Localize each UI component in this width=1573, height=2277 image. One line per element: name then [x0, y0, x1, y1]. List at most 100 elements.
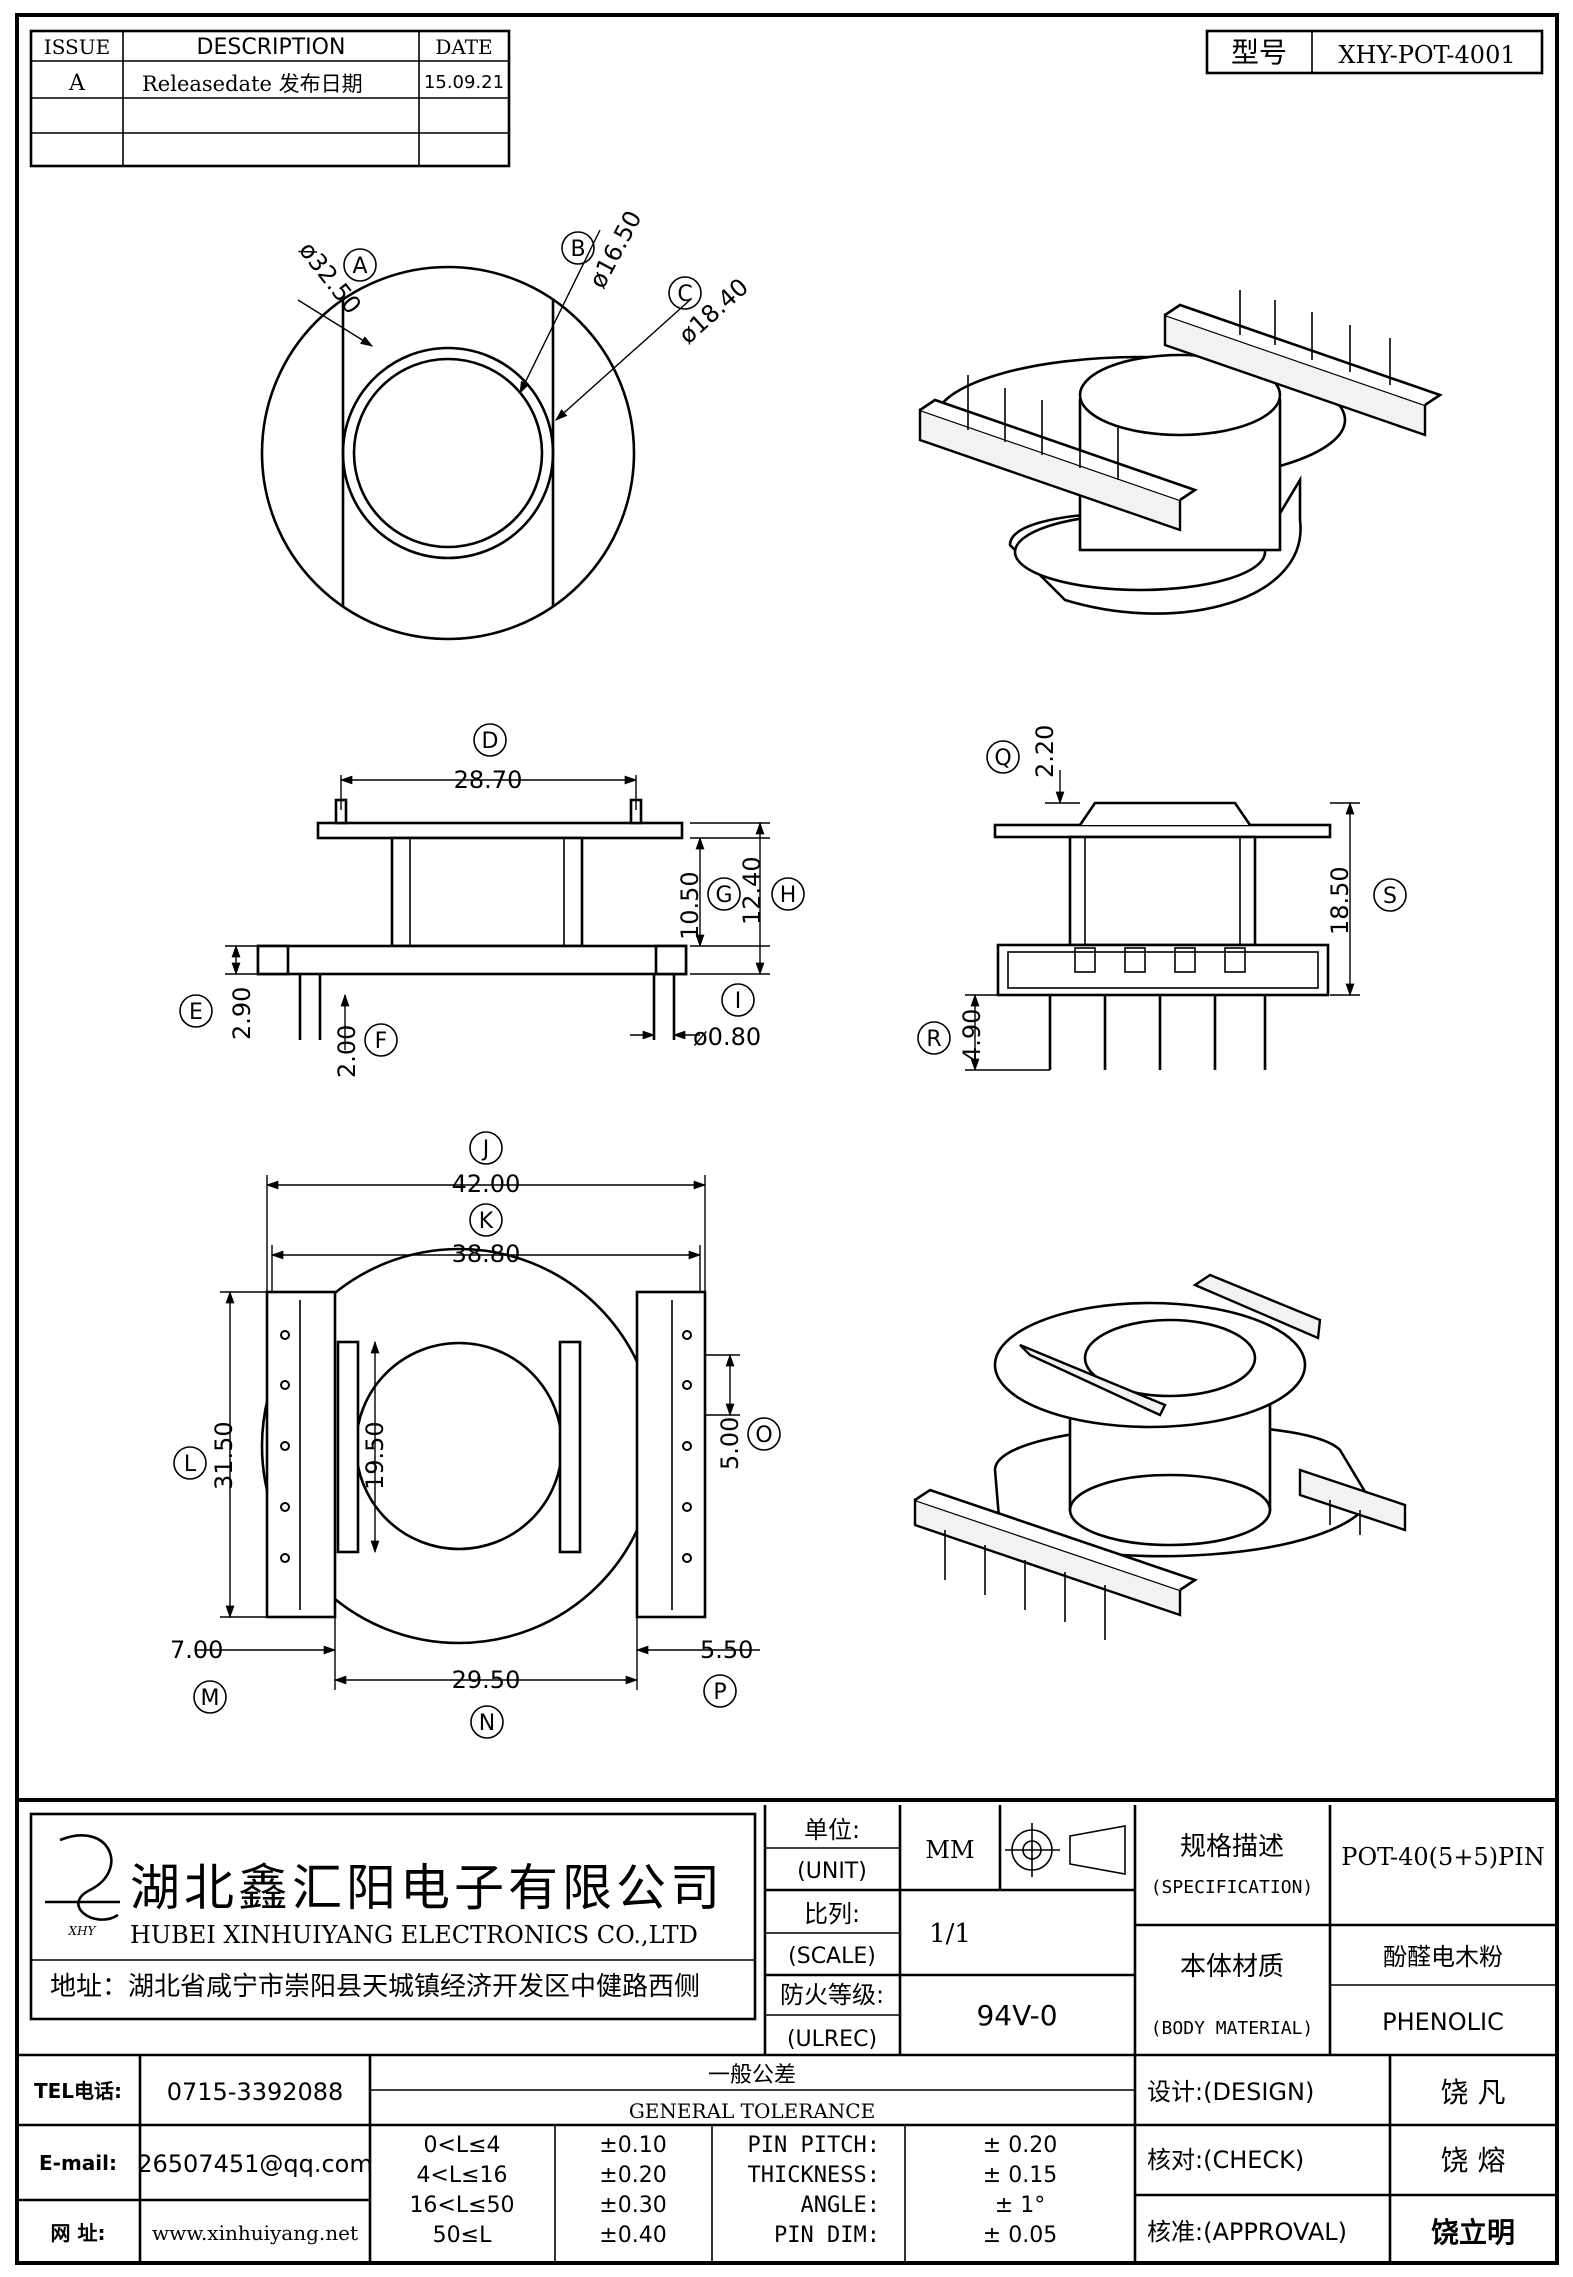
fire-rating-label-en: (ULREC): [787, 2027, 877, 2052]
bottom-view: [195, 1175, 760, 1690]
svg-text:C: C: [677, 282, 692, 307]
svg-text:XHY: XHY: [68, 1924, 97, 1938]
tolerance-item-value: ± 1°: [995, 2193, 1045, 2218]
tolerance-item: PIN PITCH:: [748, 2133, 880, 2158]
company-name-en: HUBEI XINHUIYANG ELECTRONICS CO.,LTD: [130, 1921, 698, 1949]
svg-text:M: M: [201, 1686, 220, 1711]
scale-label: 比列:: [804, 1900, 860, 1928]
material-value-cn: 酚醛电木粉: [1383, 1943, 1503, 1971]
fire-rating-label: 防火等级:: [780, 1981, 884, 2009]
dim-h-value: 12.40: [738, 856, 766, 925]
svg-text:J: J: [481, 1137, 490, 1162]
svg-text:Q: Q: [994, 746, 1011, 771]
marker-k: K: [469, 1203, 503, 1237]
marker-o: O: [747, 1417, 781, 1451]
svg-text:G: G: [715, 883, 732, 908]
dim-s-value: 18.50: [1326, 866, 1354, 935]
revision-header-issue: ISSUE: [44, 35, 110, 59]
svg-text:S: S: [1383, 884, 1397, 909]
svg-text:R: R: [926, 1027, 941, 1052]
tolerance-value: ±0.30: [599, 2193, 666, 2218]
svg-text:P: P: [713, 1680, 726, 1705]
tolerance-table: 0<L≤4 4<L≤16 16<L≤50 50≤L ±0.10 ±0.20 ±0…: [409, 2133, 1057, 2248]
marker-h: H: [771, 877, 805, 911]
revision-header-date: DATE: [435, 35, 492, 59]
spec-label-en: (SPECIFICATION): [1151, 1877, 1314, 1898]
tolerance-range: 50≤L: [433, 2223, 492, 2248]
material-label: 本体材质: [1180, 1952, 1284, 1982]
dim-o-value: 5.00: [716, 1417, 744, 1470]
website-value: www.xinhuiyang.net: [152, 2221, 358, 2245]
side-view: [965, 770, 1360, 1072]
check-label: 核对:(CHECK): [1147, 2146, 1304, 2174]
title-block: XHY 湖北鑫汇阳电子有限公司 HUBEI XINHUIYANG ELECTRO…: [15, 1798, 1559, 2265]
top-view: [260, 229, 691, 641]
fire-rating-value: 94V-0: [976, 1999, 1057, 2032]
unit-label-en: (UNIT): [797, 1859, 867, 1884]
svg-text:L: L: [184, 1452, 197, 1477]
tolerance-item: PIN DIM:: [774, 2223, 880, 2248]
tolerance-value: ±0.40: [599, 2223, 666, 2248]
scale-label-en: (SCALE): [788, 1944, 876, 1969]
marker-c: C: [668, 276, 702, 310]
company-name-cn: 湖北鑫汇阳电子有限公司: [130, 1859, 724, 1917]
spec-label: 规格描述: [1180, 1832, 1284, 1862]
svg-text:I: I: [735, 989, 742, 1014]
dimension-markers: A B C D E F G H I Q S R J K L O M N P: [173, 231, 1407, 1739]
dim-k-value: 38.80: [452, 1240, 521, 1268]
revision-issue-a: A: [68, 71, 86, 96]
scale-value: 1/1: [929, 1919, 971, 1949]
svg-text:F: F: [375, 1029, 388, 1054]
design-value: 饶 凡: [1441, 2076, 1506, 2109]
dim-d-value: 28.70: [454, 766, 523, 794]
svg-text:H: H: [780, 883, 797, 908]
svg-text:O: O: [755, 1423, 772, 1448]
model-value: XHY-POT-4001: [1338, 41, 1515, 69]
marker-m: M: [193, 1680, 227, 1714]
marker-l: L: [173, 1446, 207, 1480]
revision-table: ISSUE DESCRIPTION DATE A Releasedate 发布日…: [29, 29, 511, 168]
model-label: 型号: [1231, 36, 1287, 69]
marker-r: R: [917, 1021, 951, 1055]
dim-r-value: 4.90: [958, 1009, 986, 1062]
dim-l-value: 31.50: [210, 1421, 238, 1490]
marker-a: A: [343, 248, 377, 282]
marker-f: F: [364, 1023, 398, 1057]
marker-n: N: [470, 1705, 504, 1739]
marker-q: Q: [986, 740, 1020, 774]
company-address: 地址：湖北省咸宁市崇阳县天城镇经济开发区中健路西侧: [50, 1972, 700, 2002]
check-value: 饶 熔: [1441, 2144, 1506, 2177]
dim-p-value: 5.50: [700, 1636, 753, 1664]
marker-b: B: [561, 231, 595, 265]
unit-value: MM: [925, 1836, 974, 1864]
tolerance-value: ±0.10: [599, 2133, 666, 2158]
iso-view-top: [918, 290, 1443, 615]
svg-text:N: N: [479, 1711, 495, 1736]
dim-e-value: 2.90: [228, 987, 256, 1040]
approval-label: 核准:(APPROVAL): [1147, 2218, 1347, 2246]
marker-s: S: [1373, 878, 1407, 912]
svg-text:B: B: [570, 237, 585, 262]
dim-n-value: 29.50: [452, 1666, 521, 1694]
approval-value: 饶立明: [1431, 2216, 1515, 2249]
dim-f-value: 2.00: [333, 1025, 361, 1078]
tolerance-item-value: ± 0.15: [983, 2163, 1057, 2188]
iso-view-bottom: [913, 1273, 1407, 1640]
svg-text:K: K: [479, 1209, 494, 1234]
projection-symbol-icon: [1005, 1823, 1126, 1877]
website-label: 网 址:: [51, 2221, 106, 2245]
tolerance-item: THICKNESS:: [748, 2163, 880, 2188]
svg-text:A: A: [352, 254, 367, 279]
tel-value: 0715-3392088: [167, 2078, 344, 2106]
design-label: 设计:(DESIGN): [1147, 2078, 1314, 2106]
dim-m-value: 7.00: [170, 1636, 223, 1664]
company-logo: XHY: [45, 1834, 120, 1938]
marker-p: P: [703, 1674, 737, 1708]
unit-label: 单位:: [804, 1816, 860, 1844]
dim-inner-value: 19.50: [361, 1421, 389, 1490]
tel-label: TEL电话:: [34, 2079, 122, 2103]
tolerance-item: ANGLE:: [801, 2193, 880, 2218]
marker-i: I: [721, 983, 755, 1017]
tolerance-range: 0<L≤4: [423, 2133, 500, 2158]
